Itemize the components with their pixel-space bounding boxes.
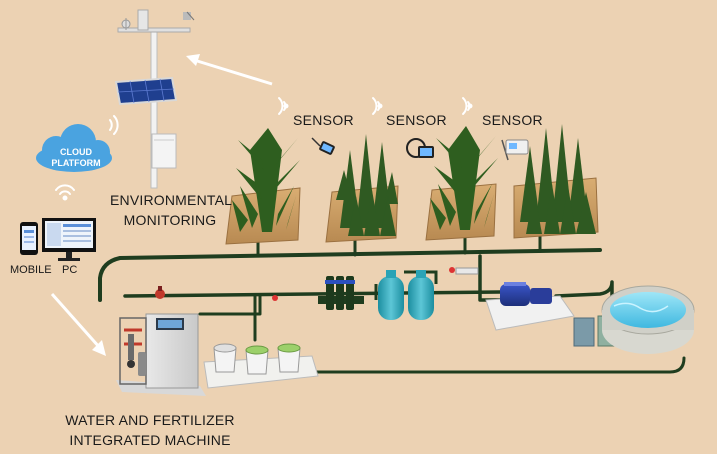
sensor-label-2: SENSOR	[386, 112, 447, 128]
fertilizer-machine	[116, 313, 206, 396]
water-pump	[485, 282, 575, 331]
sensor-label-3: SENSOR	[482, 112, 543, 128]
pipe-network	[98, 234, 686, 374]
sensor-device-1	[311, 137, 335, 155]
machine-label-line-2: INTEGRATED MACHINE	[69, 432, 231, 448]
corn-plants-3	[430, 126, 498, 230]
tree-plants-2	[336, 134, 398, 236]
station-wifi-icon	[109, 115, 119, 135]
cloud-platform-label: CLOUD PLATFORM	[46, 147, 106, 169]
arrow-to-station	[186, 54, 273, 86]
cloud-icon	[36, 124, 112, 172]
corn-plants-1	[232, 128, 300, 232]
mobile-label: MOBILE	[10, 264, 52, 276]
cloud-wifi-icon	[55, 184, 75, 201]
sensor-wifi-icon-3	[462, 97, 473, 115]
flow-meter	[455, 267, 479, 275]
mobile-device-icon	[20, 222, 38, 255]
pc-monitor-icon	[42, 218, 96, 261]
weather-station	[114, 9, 195, 189]
sensor-label-1: SENSOR	[293, 112, 354, 128]
sensor-wifi-icon-2	[372, 97, 383, 115]
sensor-wifi-icon-1	[278, 97, 289, 115]
valve-icon	[155, 286, 165, 299]
env-label-line-1: ENVIRONMENTAL	[110, 192, 233, 208]
arrow-to-machine	[50, 293, 106, 356]
tree-plants-4	[520, 124, 596, 234]
cloud-label-line-1: CLOUD	[60, 147, 92, 157]
pipe-joint-icon-2	[449, 267, 455, 273]
cloud-label-line-2: PLATFORM	[51, 158, 101, 168]
sensor-device-3	[501, 139, 529, 161]
pc-label: PC	[62, 264, 78, 276]
fertilizer-tanks	[203, 343, 319, 389]
sensor-device-2	[406, 138, 434, 158]
env-label-line-2: MONITORING	[123, 212, 217, 228]
sand-filter-tanks	[374, 270, 438, 320]
fertilizer-machine-label: WATER AND FERTILIZER INTEGRATED MACHINE	[50, 410, 250, 450]
disc-filter-group	[318, 276, 364, 310]
environmental-monitoring-label: ENVIRONMENTAL MONITORING	[110, 190, 233, 230]
pipe-joint-icon	[272, 295, 278, 301]
machine-label-line-1: WATER AND FERTILIZER	[65, 412, 235, 428]
water-pool	[601, 285, 695, 354]
